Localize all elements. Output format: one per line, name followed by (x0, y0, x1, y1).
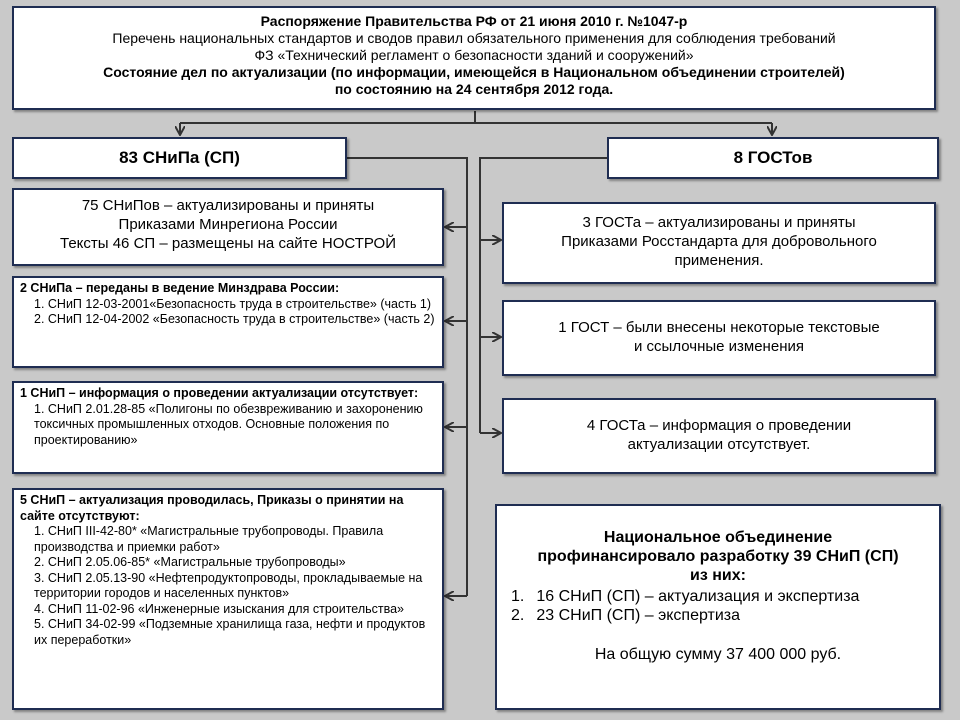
gost-count-label: 8 ГОСТов (733, 148, 813, 167)
financing-item-number: 1. (511, 588, 525, 605)
gost-box-3-line-2: актуализации отсутствует. (627, 436, 811, 453)
snip-box-2-title: 2 СНиПа – переданы в ведение Минздрава Р… (20, 281, 340, 295)
gost-box-changes: 1 ГОСТ – были внесены некоторые текстовы… (502, 300, 936, 376)
snip-box-1-line-1: 75 СНиПов – актуализированы и приняты (81, 197, 375, 214)
gost-box-actualized: 3 ГОСТа – актуализированы и приняты Прик… (502, 202, 936, 284)
financing-line-3: из них: (690, 567, 746, 584)
snip-box-1-line-3: Тексты 46 СП – размещены на сайте НОСТРО… (60, 235, 396, 252)
snip-box-actualized: 75 СНиПов – актуализированы и приняты Пр… (12, 188, 444, 266)
gost-box-1-line-3: применения. (674, 252, 764, 269)
snip-box-minzdrav: 2 СНиПа – переданы в ведение Минздрава Р… (12, 276, 444, 368)
gost-box-2-line-1: 1 ГОСТ – были внесены некоторые текстовы… (558, 319, 880, 336)
snip-trunk (347, 157, 468, 596)
gost-box-2-line-2: и ссылочные изменения (634, 338, 804, 355)
snip-box-4-item: 5. СНиП 34-02-99 «Подземные хранилища га… (34, 617, 426, 647)
snip-box-4-item: 1. СНиП III-42-80* «Магистральные трубоп… (34, 524, 384, 554)
header-line-2: Перечень национальных стандартов и сводо… (112, 30, 836, 46)
header-line-1: Распоряжение Правительства РФ от 21 июня… (260, 13, 688, 29)
gost-box-3-line-1: 4 ГОСТа – информация о проведении (586, 417, 852, 434)
financing-item-text: 23 СНиП (СП) – экспертиза (536, 607, 741, 624)
financing-item-number: 2. (511, 607, 525, 624)
snip-box-3-title: 1 СНиП – информация о проведении актуали… (20, 386, 419, 400)
snip-box-no-info: 1 СНиП – информация о проведении актуали… (12, 381, 444, 474)
financing-total: На общую сумму 37 400 000 руб. (594, 646, 842, 663)
header-line-3: ФЗ «Технический регламент о безопасности… (254, 47, 694, 63)
financing-list: 1. 16 СНиП (СП) – актуализация и эксперт… (503, 587, 933, 625)
financing-item: 2. 23 СНиП (СП) – экспертиза (503, 606, 933, 625)
snip-box-4-item: 4. СНиП 11-02-96 «Инженерные изыскания д… (34, 601, 405, 616)
financing-box: Национальное объединение профинансировал… (495, 504, 941, 710)
financing-line-2: профинансировало разработку 39 СНиП (СП) (537, 548, 899, 565)
header-line-4: Состояние дел по актуализации (по информ… (103, 64, 845, 80)
snip-box-no-orders: 5 СНиП – актуализация проводилась, Прика… (12, 488, 444, 710)
gost-box-1-line-1: 3 ГОСТа – актуализированы и приняты (582, 214, 856, 231)
financing-item-text: 16 СНиП (СП) – актуализация и экспертиза (536, 588, 860, 605)
snip-count-box: 83 СНиПа (СП) (12, 137, 347, 179)
snip-count-label: 83 СНиПа (СП) (119, 148, 240, 167)
snip-box-4-item: 3. СНиП 2.05.13-90 «Нефтепродуктопроводы… (34, 570, 423, 601)
snip-box-4-item: 2. СНиП 2.05.06-85* «Магистральные трубо… (34, 555, 346, 569)
snip-box-4-title: 5 СНиП – актуализация проводилась, Прика… (20, 493, 404, 523)
gost-count-box: 8 ГОСТов (607, 137, 939, 179)
financing-item: 1. 16 СНиП (СП) – актуализация и эксперт… (503, 587, 933, 606)
gost-box-no-info: 4 ГОСТа – информация о проведении актуал… (502, 398, 936, 474)
gost-trunk (479, 157, 607, 433)
gost-box-1-line-2: Приказами Росстандарта для добровольного (561, 233, 877, 250)
snip-box-2-item: 2. СНиП 12-04-2002 «Безопасность труда в… (34, 312, 435, 326)
header-line-5: по состоянию на 24 сентября 2012 года. (334, 81, 614, 97)
snip-box-3-item: 1. СНиП 2.01.28-85 «Полигоны по обезвреж… (34, 401, 423, 447)
financing-line-1: Национальное объединение (603, 529, 833, 546)
snip-box-2-item: 1. СНиП 12-03-2001«Безопасность труда в … (34, 296, 432, 311)
header-box: Распоряжение Правительства РФ от 21 июня… (12, 6, 936, 110)
snip-box-1-line-2: Приказами Минрегиона России (118, 216, 338, 233)
